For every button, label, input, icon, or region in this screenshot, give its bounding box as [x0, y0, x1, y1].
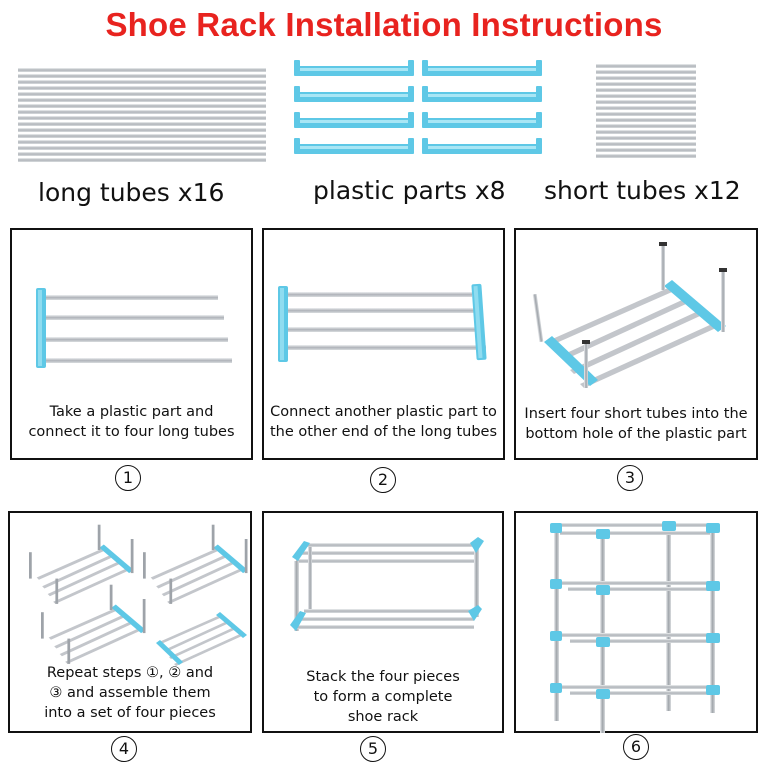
step-4-panel: Repeat steps ①, ② and ③ and assemble the…	[8, 511, 252, 733]
long-tubes-label: long tubes x16	[38, 178, 225, 207]
step-5-number: 5	[360, 736, 386, 762]
long-tubes-image	[18, 68, 266, 162]
step-6-illustration	[550, 521, 720, 733]
step-2-panel: Connect another plastic part to the othe…	[262, 228, 505, 460]
step-1-illustration	[36, 288, 232, 368]
step-5-illustration	[290, 537, 484, 631]
short-tubes-image	[596, 64, 696, 158]
step-5-caption: Stack the four pieces to form a complete…	[306, 669, 460, 725]
step-6-panel	[514, 511, 758, 733]
step-1-number: 1	[115, 465, 141, 491]
plastic-parts-label: plastic parts x8	[313, 176, 506, 205]
step-2-caption: Connect another plastic part to the othe…	[270, 404, 498, 440]
page-title: Shoe Rack Installation Instructions	[105, 6, 663, 43]
step-4-number: 4	[111, 736, 137, 762]
step-3-panel: Insert four short tubes into the bottom …	[514, 228, 758, 460]
short-tubes-label: short tubes x12	[544, 176, 741, 205]
step-2-illustration	[278, 283, 487, 362]
step-3-number: 3	[617, 465, 643, 491]
step-4-caption: Repeat steps ①, ② and ③ and assemble the…	[44, 665, 216, 721]
step-6-number: 6	[623, 734, 649, 760]
step-1-panel: Take a plastic part and connect it to fo…	[10, 228, 253, 460]
step-2-number: 2	[370, 467, 396, 493]
step-1-caption: Take a plastic part and connect it to fo…	[28, 404, 235, 440]
step-4-illustration	[29, 524, 248, 666]
plastic-parts-image	[294, 60, 542, 154]
step-3-illustration	[532, 242, 727, 388]
step-5-panel: Stack the four pieces to form a complete…	[262, 511, 504, 733]
step-3-caption: Insert four short tubes into the bottom …	[524, 406, 748, 442]
